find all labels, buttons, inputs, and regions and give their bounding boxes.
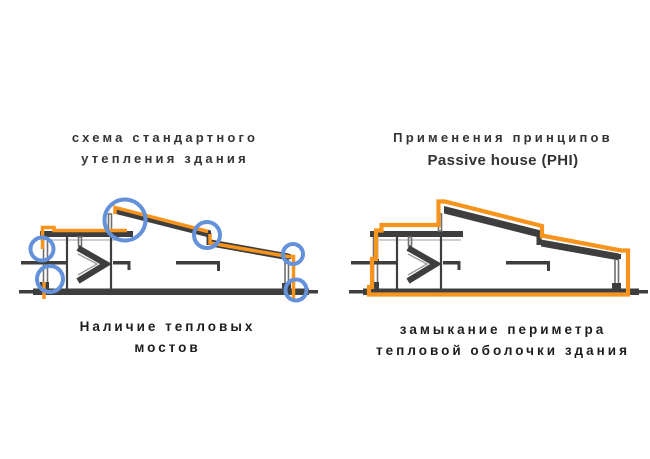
roof-support-post: [107, 213, 113, 232]
left-title-line1: схема стандартного: [71, 130, 259, 145]
thermal-bridge-circle-bottom-right: [283, 277, 309, 303]
ground-stub-right: [638, 290, 648, 294]
ground-stub-right: [308, 290, 318, 294]
standard-insulation-diagram: [19, 197, 318, 303]
left-caption-line2: мостов: [134, 339, 201, 355]
right-title-line1: Применения принципов: [393, 130, 613, 145]
flat-roof-slab: [370, 231, 463, 237]
passive-house-diagram: [349, 199, 648, 297]
ground-stub-left: [349, 290, 365, 294]
insulation-flat-roof: [40, 225, 127, 249]
thermal-bridge-circle-left-upper: [28, 235, 56, 263]
right-title-line2: Passive house (PHI): [427, 151, 579, 169]
right-panel-title: Применения принципов Passive house (PHI): [353, 128, 650, 173]
upper-roof-slope: [444, 206, 541, 238]
mid-slab-b-stub: [457, 261, 461, 270]
right-panel-caption: замыкание периметра тепловой оболочки зд…: [353, 320, 650, 362]
mid-slab-a: [377, 261, 397, 265]
floor-slab: [33, 288, 309, 295]
thermal-bridge-circle-left-lower: [35, 264, 65, 294]
left-wall-lintel-bottom: [370, 282, 379, 289]
ground-stub-left: [19, 290, 35, 294]
insulation-upper-slope: [113, 205, 209, 234]
right-caption-line2: тепловой оболочки здания: [376, 342, 630, 358]
right-wall-lintel-bottom: [612, 283, 621, 289]
mid-slab-c: [176, 261, 220, 265]
flat-roof-slab: [40, 231, 133, 237]
insulation-lower-slope-right-wall: [208, 234, 296, 299]
building-section: [349, 206, 648, 295]
mid-slab-b-stub: [127, 261, 131, 270]
lower-roof-slope: [541, 239, 619, 261]
roof-step: [536, 233, 542, 245]
floor-slab: [363, 288, 639, 295]
thermal-bridge-markers: [28, 197, 309, 303]
mid-slab-c-stub: [217, 261, 220, 271]
left-panel-title: схема стандартного утепления здания: [15, 128, 315, 170]
balcony-slab: [21, 261, 49, 265]
mid-slab-b: [443, 261, 460, 265]
left-title-line2: утепления здания: [81, 150, 249, 166]
ceiling-stub: [407, 236, 413, 247]
staircase-rail: [407, 253, 429, 276]
mid-slab-b: [113, 261, 130, 265]
left-panel-caption: Наличие тепловых мостов: [20, 317, 315, 359]
insulation-segments: [40, 205, 296, 299]
left-wall-lintel-mid: [370, 259, 379, 265]
mid-slab-a: [47, 261, 67, 265]
thermal-bridge-circle-roof-junction: [102, 197, 148, 243]
right-caption-line1: замыкание периметра: [399, 322, 607, 337]
balcony-slab: [351, 261, 379, 265]
staircase: [406, 245, 442, 284]
ceiling-stub: [77, 236, 83, 247]
thermal-bridge-circle-roof-step: [192, 220, 222, 250]
left-caption-line1: Наличие тепловых: [79, 319, 256, 334]
mid-slab-c: [506, 261, 550, 265]
staircase: [76, 245, 112, 284]
staircase-rail: [77, 253, 99, 276]
thermal-envelope-outline: [366, 199, 631, 297]
right-wall-lintel-top: [612, 254, 621, 259]
mid-slab-c-stub: [547, 261, 550, 271]
thermal-bridge-circle-eave: [281, 242, 305, 266]
